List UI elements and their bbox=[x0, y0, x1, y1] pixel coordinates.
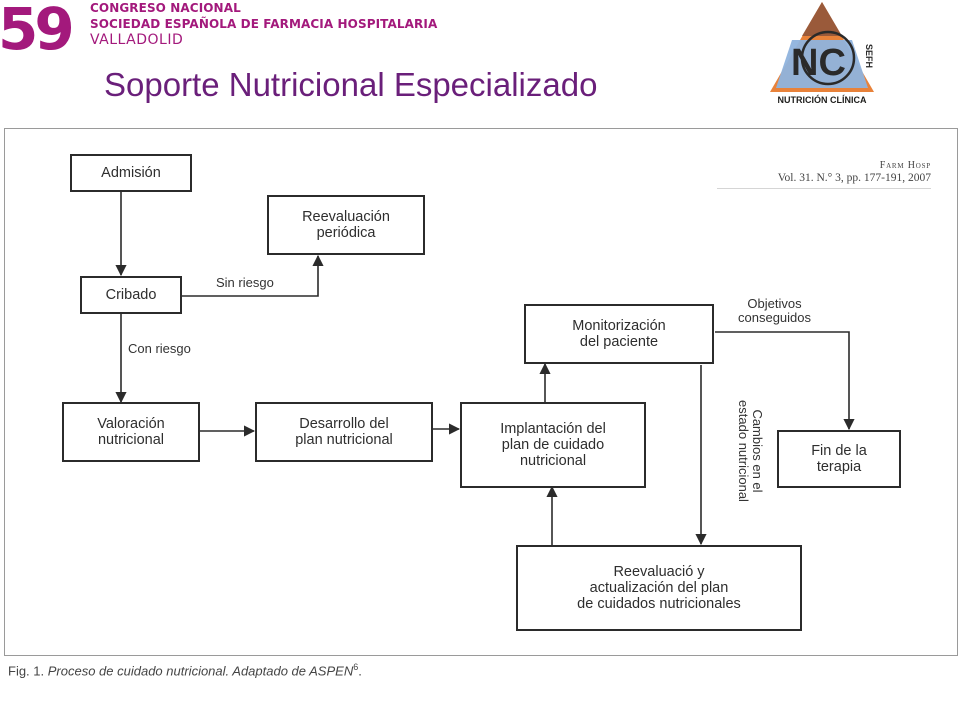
node-cribado: Cribado bbox=[80, 276, 182, 314]
node-monitorizacion: Monitorización del paciente bbox=[524, 304, 714, 364]
label-objetivos: Objetivos conseguidos bbox=[738, 296, 811, 325]
caption-suffix: . bbox=[358, 663, 362, 679]
congress-name: CONGRESO NACIONAL bbox=[90, 1, 241, 15]
node-fin-terapia: Fin de la terapia bbox=[777, 430, 901, 488]
edge-monitorizacion-fin bbox=[715, 331, 855, 431]
congress-city: VALLADOLID bbox=[90, 32, 184, 48]
node-desarrollo: Desarrollo del plan nutricional bbox=[255, 402, 433, 462]
label-con-riesgo: Con riesgo bbox=[128, 341, 191, 356]
figure-caption: Fig. 1. Proceso de cuidado nutricional. … bbox=[8, 662, 362, 678]
congress-59-logo: 59 bbox=[0, 0, 75, 56]
nc-initials: NC bbox=[791, 42, 846, 84]
nutricion-clinica-logo: NC SEFH bbox=[770, 2, 874, 92]
citation-journal: Farm Hosp bbox=[879, 160, 931, 171]
node-admision: Admisión bbox=[70, 154, 192, 192]
nc-arc-text: SEFH bbox=[864, 44, 874, 68]
figure-frame bbox=[4, 128, 958, 656]
node-implantacion: Implantación del plan de cuidado nutrici… bbox=[460, 402, 646, 488]
edge-cribado-reevaluacion bbox=[181, 254, 324, 297]
caption-superscript: 6 bbox=[353, 662, 359, 672]
node-reevaluacion-periodica: Reevaluación periódica bbox=[267, 195, 425, 255]
label-cambios: Cambios en el estado nutricional bbox=[736, 400, 765, 502]
society-name: SOCIEDAD ESPAÑOLA DE FARMACIA HOSPITALAR… bbox=[90, 17, 438, 31]
node-reevaluacion-actualizacion: Reevaluació y actualización del plan de … bbox=[516, 545, 802, 631]
caption-title: Proceso de cuidado nutricional. Adaptado… bbox=[47, 663, 354, 679]
congress-number: 59 bbox=[0, 0, 71, 56]
caption-prefix: Fig. 1. bbox=[8, 663, 45, 679]
diagram-connectors bbox=[115, 191, 855, 546]
journal-citation: Farm Hosp Vol. 31. N.° 3, pp. 177-191, 2… bbox=[717, 160, 931, 189]
page-title: Soporte Nutricional Especializado bbox=[104, 66, 598, 103]
node-valoracion: Valoración nutricional bbox=[62, 402, 200, 462]
citation-reference: Vol. 31. N.° 3, pp. 177-191, 2007 bbox=[777, 172, 931, 184]
nc-logo-caption: NUTRICIÓN CLÍNICA bbox=[777, 95, 867, 105]
label-sin-riesgo: Sin riesgo bbox=[216, 275, 274, 290]
